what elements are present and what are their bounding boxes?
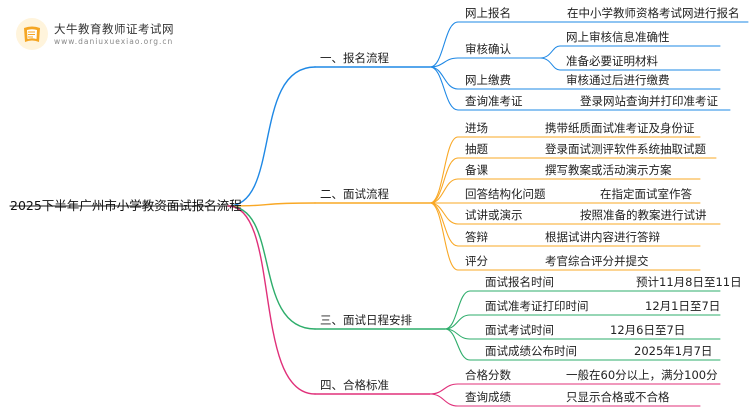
- detail-label-4-2-1: 只显示合格或不合格: [566, 390, 670, 404]
- root-topic: 2025下半年广州市小学教资面试报名流程: [10, 198, 242, 213]
- child-label-2-2: 抽题: [465, 142, 488, 156]
- detail-label-1-2-2: 准备必要证明材料: [566, 54, 658, 68]
- child-connector-2-3: [429, 178, 459, 204]
- detail-connector-1-2-2: [539, 57, 561, 71]
- detail-label-2-2-1: 登录面试测评软件系统抽取试题: [545, 142, 706, 156]
- detail-label-2-4-1: 在指定面试室作答: [600, 187, 692, 201]
- child-connector-2-1: [429, 136, 459, 204]
- detail-label-1-3-1: 审核通过后进行缴费: [566, 73, 670, 87]
- child-label-1-2: 审核确认: [465, 42, 511, 56]
- child-label-1-3: 网上缴费: [465, 73, 511, 87]
- logo-title: 大牛教育教师证考试网: [54, 21, 174, 36]
- child-connector-3-2: [444, 314, 471, 330]
- child-connector-2-7: [429, 202, 459, 271]
- child-label-1-4: 查询准考证: [465, 94, 523, 108]
- detail-label-3-2-1: 12月1日至7日: [645, 299, 721, 313]
- child-connector-1-4: [429, 66, 459, 111]
- branch-label-4: 四、合格标准: [320, 378, 389, 392]
- child-label-1-1: 网上报名: [465, 6, 511, 20]
- child-connector-3-1: [444, 290, 471, 330]
- child-connector-3-4: [444, 328, 471, 361]
- detail-label-2-7-1: 考官综合评分并提交: [545, 254, 649, 268]
- branch-label-1: 一、报名流程: [320, 51, 389, 65]
- child-label-2-1: 进场: [465, 121, 488, 135]
- child-connector-4-1: [429, 383, 459, 395]
- child-label-3-4: 面试成绩公布时间: [485, 344, 577, 358]
- site-logo: 大牛教育教师证考试网 www.daniuxuexiao.org.cn: [15, 17, 174, 51]
- detail-label-1-4-1: 登录网站查询并打印准考证: [580, 94, 718, 108]
- child-connector-1-1: [429, 21, 459, 68]
- detail-label-1-2-1: 网上审核信息准确性: [566, 30, 670, 44]
- detail-label-4-1-1: 一般在60分以上，满分100分: [566, 368, 718, 382]
- branch-connector-3: [227, 205, 316, 330]
- child-label-3-2: 面试准考证打印时间: [485, 299, 589, 313]
- child-label-4-1: 合格分数: [465, 368, 511, 382]
- child-connector-2-6: [429, 202, 459, 247]
- child-label-2-7: 评分: [465, 254, 488, 268]
- detail-label-3-4-1: 2025年1月7日: [634, 344, 713, 358]
- child-label-2-4: 回答结构化问题: [465, 187, 546, 201]
- detail-label-2-1-1: 携带纸质面试准考证及身份证: [545, 121, 695, 135]
- detail-label-3-1-1: 预计11月8日至11日: [636, 275, 742, 289]
- child-connector-1-2: [429, 57, 459, 68]
- branch-label-3: 三、面试日程安排: [320, 313, 412, 327]
- branch-connector-1: [227, 66, 316, 207]
- detail-label-1-1-1: 在中小学教师资格考试网进行报名: [567, 6, 740, 20]
- logo-url: www.daniuxuexiao.org.cn: [54, 36, 174, 46]
- branch-connector-2: [227, 202, 316, 207]
- detail-label-2-6-1: 根据试讲内容进行答辩: [545, 230, 660, 244]
- child-label-3-3: 面试考试时间: [485, 323, 554, 337]
- detail-label-2-3-1: 撰写教案或活动演示方案: [545, 163, 672, 177]
- branch-label-2: 二、面试流程: [320, 187, 389, 201]
- book-logo-icon: [16, 18, 48, 50]
- child-label-3-1: 面试报名时间: [485, 275, 554, 289]
- branch-connector-4: [227, 205, 316, 395]
- child-connector-2-2: [429, 157, 459, 204]
- child-label-2-6: 答辩: [465, 230, 488, 244]
- child-connector-4-2: [429, 393, 459, 407]
- detail-label-3-3-1: 12月6日至7日: [610, 323, 686, 337]
- child-connector-1-3: [429, 66, 459, 90]
- child-label-2-3: 备课: [465, 163, 488, 177]
- child-label-4-2: 查询成绩: [465, 390, 511, 404]
- detail-label-2-5-1: 按照准备的教案进行试讲: [580, 208, 707, 222]
- detail-connector-1-2-1: [539, 45, 561, 59]
- child-label-2-5: 试讲或演示: [465, 208, 523, 222]
